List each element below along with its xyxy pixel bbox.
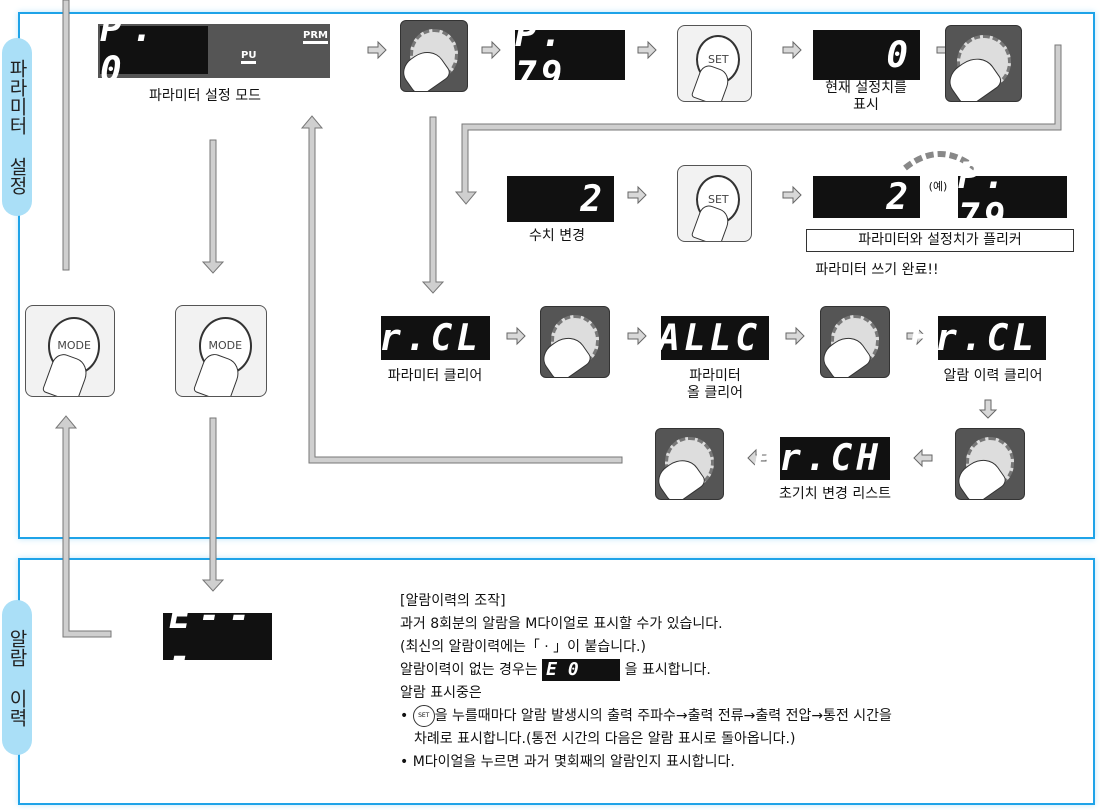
set-button-icon: SET: [677, 25, 752, 102]
m-dial-icon: [945, 25, 1022, 102]
tab-alarm-history: 알람 이력: [2, 600, 32, 755]
label-alarm-clear: 알람 이력 클리어: [943, 368, 1043, 384]
mode-button-icon: MODE: [25, 305, 115, 397]
display-alarm-history: E---: [163, 596, 272, 678]
flow-line: [201, 417, 225, 592]
operation-panel: P. 0 PRM PU: [98, 9, 330, 91]
parameter-setting-frame: [18, 12, 1095, 539]
m-dial-icon: [400, 20, 468, 92]
display-changed-value: 2: [507, 176, 614, 222]
set-button-icon: SET: [412, 705, 435, 727]
label-write-done: 파라미터 쓰기 완료!!: [815, 262, 939, 278]
label-change-value: 수치 변경: [529, 228, 585, 244]
instruction-line: 알람 표시중은: [400, 685, 482, 701]
instruction-line: 과거 8회분의 알람을 M다이얼로 표시할 수가 있습니다.: [400, 616, 723, 632]
pu-indicator: PU: [241, 50, 257, 64]
label-parameter-setting-mode: 파라미터 설정 모드: [149, 88, 261, 104]
display-ercl: Er.CL: [910, 316, 1046, 360]
set-button-icon: SET: [677, 165, 752, 242]
label-param-clear: 파라미터 클리어: [387, 368, 483, 384]
instruction-line: 차례로 표시합니다.(통전 시간의 다음은 알람 표시로 돌아옵니다.): [414, 731, 796, 747]
display-prch: Pr.CH: [754, 437, 890, 480]
label-flicker: 파라미터와 설정치가 플리커: [806, 229, 1074, 252]
instruction-line: • M다이얼을 누르면 과거 몇회째의 알람인지 표시합니다.: [400, 754, 735, 770]
flow-line: [300, 115, 623, 464]
instruction-line: 알람이력이 없는 경우는 E 0 을 표시합니다.: [400, 659, 711, 681]
tab-label: 파라미터 설정: [6, 59, 28, 195]
tab-parameter-setting: 파라미터 설정: [2, 38, 32, 216]
m-dial-icon: [820, 306, 890, 378]
tab-label: 알람 이력: [6, 628, 28, 727]
mode-button-icon: MODE: [175, 305, 267, 397]
flow-line: [421, 116, 445, 294]
m-dial-icon: [540, 306, 610, 378]
display-allc: ALLC: [658, 316, 769, 360]
display-p79: P. 79: [515, 14, 625, 96]
flow-line: [201, 139, 225, 274]
flicker-arrow: [903, 151, 977, 171]
display-flicker-value: 2: [813, 176, 920, 218]
label-example: (예): [928, 180, 948, 193]
panel-display: P. 0: [100, 9, 208, 91]
flow-line: [454, 44, 1062, 205]
display-flicker-param: P. 79: [958, 156, 1067, 238]
m-dial-icon: [955, 428, 1025, 500]
flow-line: [62, 0, 70, 271]
display-prcl: Pr.CL: [354, 316, 490, 360]
small-arrows: [367, 40, 998, 468]
instructions-title: [알람이력의 조작]: [400, 593, 506, 609]
m-dial-icon: [655, 428, 724, 500]
mini-display-e0: E 0: [542, 659, 621, 681]
instruction-line: (최신의 알람이력에는「 · 」이 붙습니다.): [400, 639, 646, 655]
prm-indicator: PRM: [303, 30, 328, 44]
label-initial-list: 초기치 변경 리스트: [779, 486, 891, 502]
display-current-value: 0: [813, 30, 920, 80]
alarm-instructions: [알람이력의 조작] 과거 8회분의 알람을 M다이얼로 표시할 수가 있습니다…: [400, 590, 892, 774]
flow-line: [54, 415, 112, 638]
